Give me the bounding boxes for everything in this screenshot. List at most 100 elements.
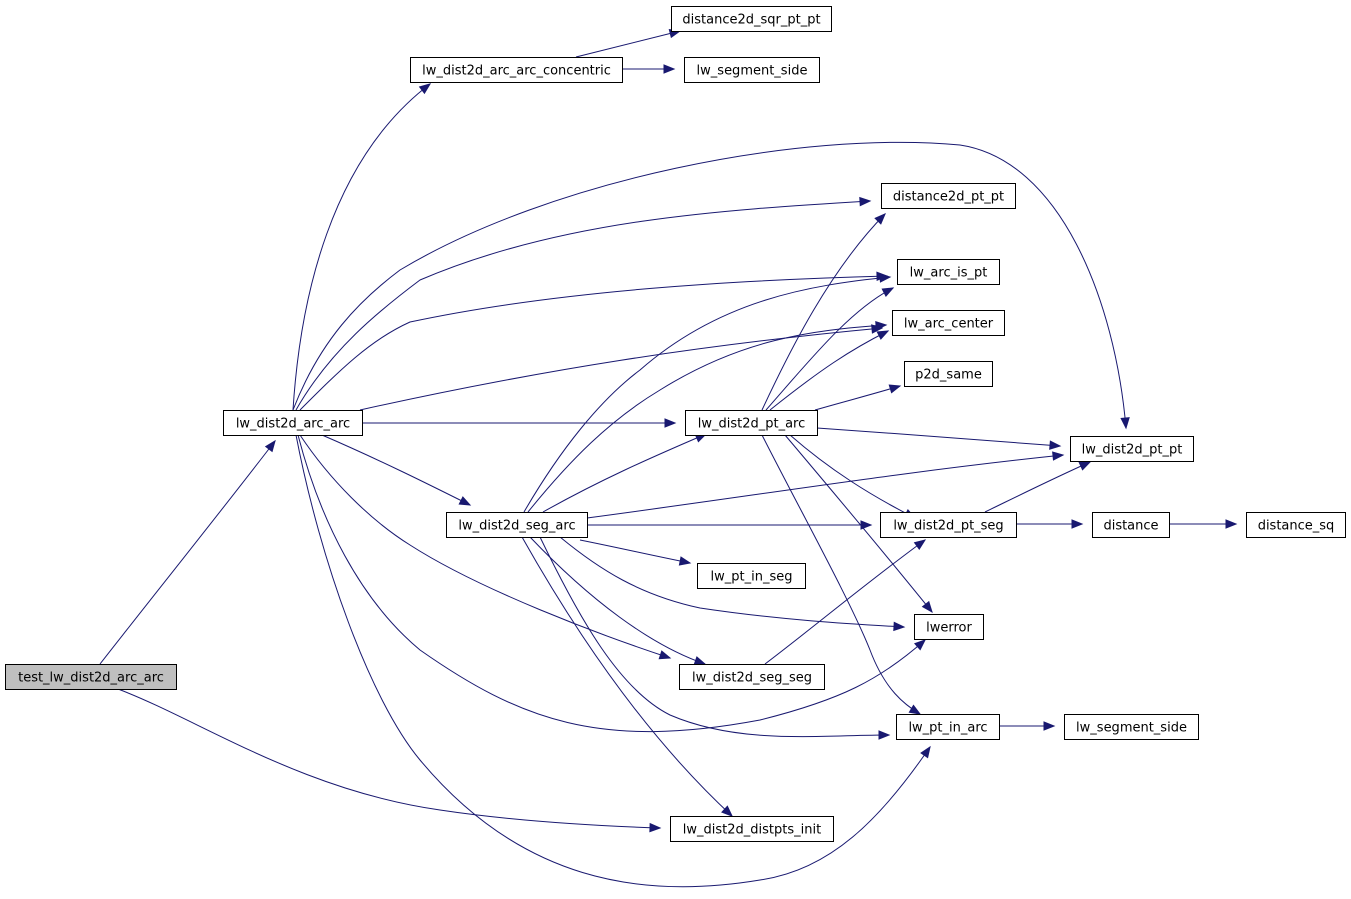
node-label: lw_pt_in_arc: [908, 721, 987, 736]
arrowhead: [860, 520, 873, 530]
arrowhead: [908, 704, 922, 715]
node-segside1[interactable]: lw_segment_side: [684, 57, 820, 83]
node-label: lw_segment_side: [697, 64, 808, 79]
edge-line: [295, 434, 931, 888]
arrowhead: [878, 730, 891, 740]
node-ptinseg[interactable]: lw_pt_in_seg: [697, 563, 806, 589]
node-box: [1064, 714, 1199, 740]
edge-line: [559, 536, 905, 628]
edge-line: [321, 434, 471, 506]
node-label: lw_dist2d_seg_seg: [692, 671, 812, 686]
node-label: distance_sq: [1258, 519, 1335, 534]
node-segside2[interactable]: lw_segment_side: [1064, 714, 1199, 740]
node-box: [897, 259, 1000, 285]
node-label: p2d_same: [915, 368, 982, 383]
edge-line: [761, 213, 886, 411]
edge-arcarc-to-ptarc: [362, 418, 677, 428]
arrowhead: [664, 418, 677, 428]
edge-line: [521, 536, 733, 817]
node-ptpt[interactable]: lw_dist2d_pt_pt: [1070, 436, 1194, 462]
node-label: lw_dist2d_arc_arc_concentric: [422, 64, 611, 79]
edge-ptarc-to-ptinarc: [761, 434, 922, 715]
edge-ptarc-to-ptseg: [789, 434, 917, 519]
arrowhead: [881, 287, 895, 298]
edge-line: [523, 276, 891, 513]
arrowhead: [888, 384, 902, 394]
edge-line: [292, 141, 1127, 429]
edge-line: [539, 536, 890, 738]
node-box: [5, 664, 177, 690]
edge-segarc-to-segseg: [529, 536, 707, 666]
edge-line: [299, 275, 888, 411]
edge-segarc-to-lwerror: [559, 536, 906, 632]
arrowhead: [1078, 461, 1092, 471]
edge-line: [789, 434, 916, 519]
arrowhead: [920, 745, 931, 759]
node-arcarc[interactable]: lw_dist2d_arc_arc: [223, 410, 363, 436]
node-segarc[interactable]: lw_dist2d_seg_arc: [446, 512, 588, 538]
node-label: lwerror: [926, 621, 972, 636]
edge-segarc-to-center: [527, 320, 888, 513]
node-label: distance: [1103, 519, 1158, 534]
arrowhead: [663, 64, 676, 74]
edge-line: [529, 536, 706, 665]
edge-line: [761, 434, 921, 715]
arrowhead: [859, 196, 872, 207]
node-label: lw_dist2d_pt_pt: [1082, 443, 1183, 458]
edge-ptseg-to-ptpt: [984, 461, 1092, 513]
node-sqr[interactable]: distance2d_sqr_pt_pt: [671, 6, 832, 32]
node-p2d[interactable]: p2d_same: [904, 361, 993, 387]
edge-line: [99, 440, 276, 665]
node-ptarc[interactable]: lw_dist2d_pt_arc: [685, 410, 818, 436]
node-label: test_lw_dist2d_arc_arc: [18, 671, 164, 686]
arrowhead: [879, 273, 892, 283]
node-center[interactable]: lw_arc_center: [892, 310, 1005, 336]
edge-line: [527, 324, 887, 513]
node-init[interactable]: lw_dist2d_distpts_init: [670, 816, 834, 842]
node-test[interactable]: test_lw_dist2d_arc_arc: [5, 664, 177, 690]
edge-line: [117, 688, 661, 829]
node-label: distance2d_pt_pt: [893, 190, 1004, 205]
node-box: [685, 410, 818, 436]
edge-test-to-init: [117, 688, 662, 833]
node-conc[interactable]: lw_dist2d_arc_arc_concentric: [410, 57, 623, 83]
node-label: lw_dist2d_seg_arc: [458, 519, 575, 534]
edge-arcarc-to-pt2d: [295, 196, 872, 411]
node-ptinarc[interactable]: lw_pt_in_arc: [896, 714, 1000, 740]
edge-arcarc-to-isPt: [299, 271, 889, 411]
node-lwerror[interactable]: lwerror: [914, 614, 984, 640]
edge-layer: [99, 28, 1238, 888]
node-box: [410, 57, 623, 83]
node-ptseg[interactable]: lw_dist2d_pt_seg: [880, 512, 1017, 538]
edge-conc-to-sqr: [575, 28, 682, 58]
node-isPt[interactable]: lw_arc_is_pt: [897, 259, 1000, 285]
node-box: [1070, 436, 1194, 462]
node-box: [670, 816, 834, 842]
node-label: lw_segment_side: [1076, 721, 1187, 736]
node-box: [881, 183, 1016, 209]
node-distance[interactable]: distance: [1092, 512, 1170, 538]
node-box: [904, 361, 993, 387]
arrowhead: [649, 822, 662, 833]
node-label: lw_dist2d_pt_seg: [893, 519, 1003, 534]
edge-line: [816, 427, 1061, 447]
arrowhead: [418, 83, 432, 95]
arrowhead: [1071, 519, 1084, 529]
edge-line: [299, 434, 671, 659]
node-box: [697, 563, 806, 589]
edge-line: [297, 434, 926, 733]
arrowhead: [876, 330, 890, 340]
edge-ptarc-to-pt2d: [761, 213, 886, 411]
node-box: [1246, 512, 1346, 538]
node-pt2d[interactable]: distance2d_pt_pt: [881, 183, 1016, 209]
arrowhead: [921, 600, 933, 614]
node-label: lw_dist2d_pt_arc: [698, 417, 806, 432]
node-distsq[interactable]: distance_sq: [1246, 512, 1346, 538]
node-segseg[interactable]: lw_dist2d_seg_seg: [679, 664, 825, 690]
edge-segseg-to-ptseg: [764, 539, 927, 665]
edge-line: [765, 287, 894, 411]
arrowhead: [721, 805, 733, 817]
edge-distance-to-distsq: [1169, 519, 1238, 529]
edge-line: [575, 30, 681, 58]
